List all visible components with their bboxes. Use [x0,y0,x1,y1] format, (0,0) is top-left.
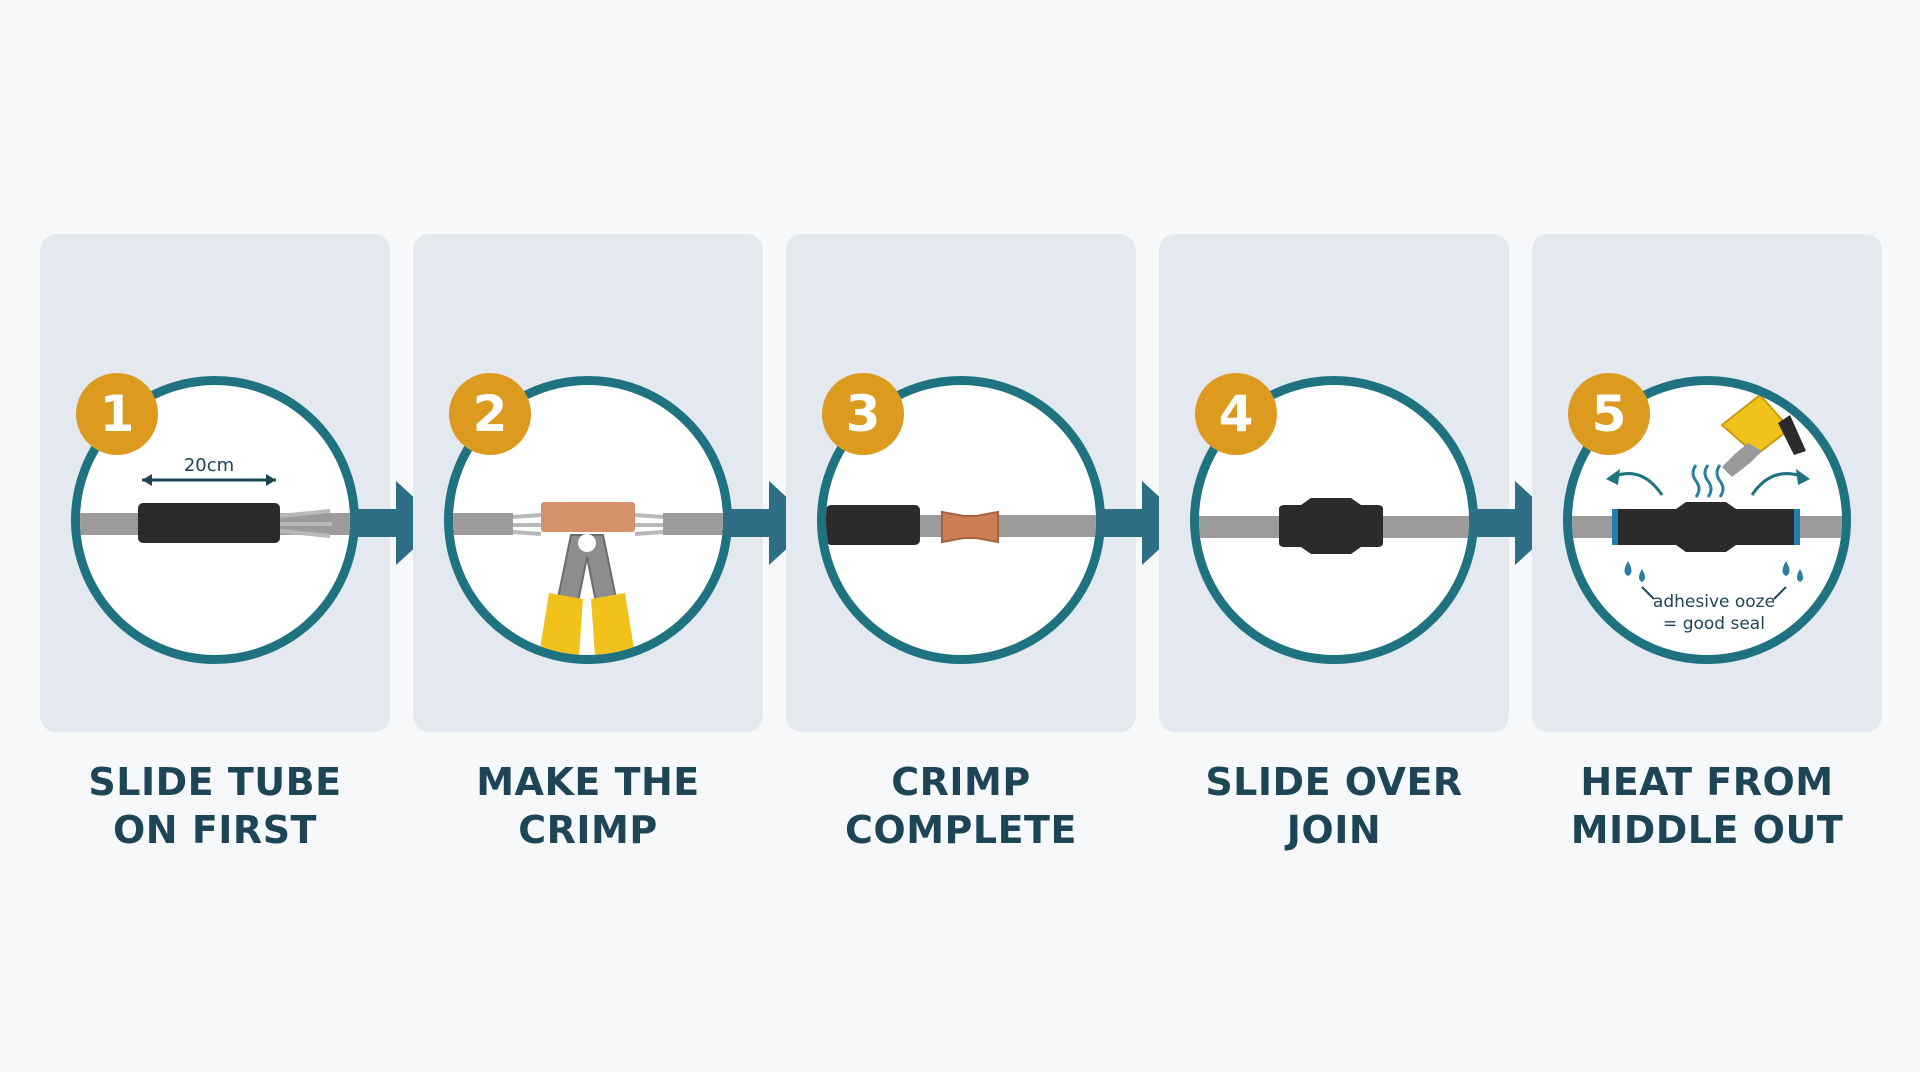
crimped-connector [941,510,999,544]
adhesive-drops-right-icon [1782,561,1803,582]
step-3-caption-line2: COMPLETE [845,808,1077,852]
step-2-caption-line2: CRIMP [518,808,658,852]
outward-arrow-left [1611,472,1664,496]
tube-end-left [1612,509,1618,545]
heat-shrink-over-join [1279,498,1383,554]
crimp-handles [539,593,635,655]
step-4-caption-line2: JOIN [1286,808,1382,852]
cable-right [663,513,723,535]
step-1-caption: SLIDE TUBE ON FIRST [40,758,390,854]
step-2-caption: MAKE THE CRIMP [413,758,763,854]
step-1-caption-line1: SLIDE TUBE [88,760,342,804]
heat-gun-icon [1720,393,1806,477]
heat-shrink-tube [826,505,920,545]
note-line1: adhesive ooze [1653,592,1775,612]
stripped-wires [279,509,332,538]
note-pointer-left [1641,586,1655,600]
arrowhead-left [1606,469,1620,485]
step-5-caption-line1: HEAT FROM [1580,760,1834,804]
step-4-caption-line1: SLIDE OVER [1205,760,1463,804]
adhesive-drops-left-icon [1624,561,1645,582]
arrowhead-right [1796,469,1810,485]
step-3-badge: 3 [822,373,904,455]
note-pointer-right [1773,586,1787,600]
heat-waves-icon [1691,464,1725,498]
step-5-badge: 5 [1568,373,1650,455]
wires-left [512,513,542,536]
cable-left [453,513,513,535]
step-4-caption: SLIDE OVER JOIN [1159,758,1509,854]
tube-end-right [1794,509,1800,545]
heat-shrink-tube [138,503,280,543]
measure-label: 20cm [184,455,234,476]
step-5-caption: HEAT FROM MIDDLE OUT [1532,758,1882,854]
crimp-pivot [578,534,596,552]
note-line2: = good seal [1663,614,1765,634]
step-5-caption-line2: MIDDLE OUT [1570,808,1844,852]
step-3-caption-line1: CRIMP [891,760,1031,804]
step-1-badge: 1 [76,373,158,455]
step-3-caption: CRIMP COMPLETE [786,758,1136,854]
copper-connector [541,502,635,532]
step-1-caption-line2: ON FIRST [113,808,317,852]
step-2-caption-line1: MAKE THE [476,760,700,804]
wires-right [634,513,664,536]
outward-arrow-right [1750,472,1805,496]
step-2-badge: 2 [449,373,531,455]
step-4-badge: 4 [1195,373,1277,455]
heat-shrink-tube [1616,502,1796,552]
